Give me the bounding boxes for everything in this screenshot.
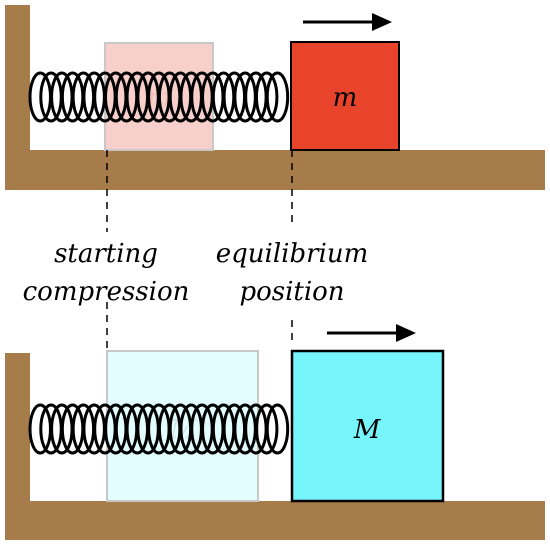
top-block <box>290 41 400 151</box>
spring-coil <box>254 71 279 123</box>
top-wall <box>5 5 545 190</box>
bottom-system: M M <box>5 324 545 540</box>
top-block-label: m <box>333 83 358 113</box>
right-arrow-icon <box>327 324 416 342</box>
top-spring <box>28 71 290 123</box>
bottom-block <box>290 349 445 503</box>
spring-coil <box>254 403 279 455</box>
bottom-spring <box>28 403 290 455</box>
starting-label-line1: starting <box>54 239 158 269</box>
spring-coil <box>265 71 290 123</box>
bottom-block-label: M <box>353 415 382 445</box>
right-arrow-icon <box>303 13 392 31</box>
bottom-wall <box>5 353 545 540</box>
equilibrium-label-line1: equilibrium <box>216 239 369 269</box>
spring-coil <box>265 403 290 455</box>
starting-label-line2: compression <box>23 277 190 307</box>
labels: starting compression equilibrium positio… <box>23 239 369 307</box>
equilibrium-label-line2: position <box>239 277 344 307</box>
top-system: m m <box>5 5 545 190</box>
